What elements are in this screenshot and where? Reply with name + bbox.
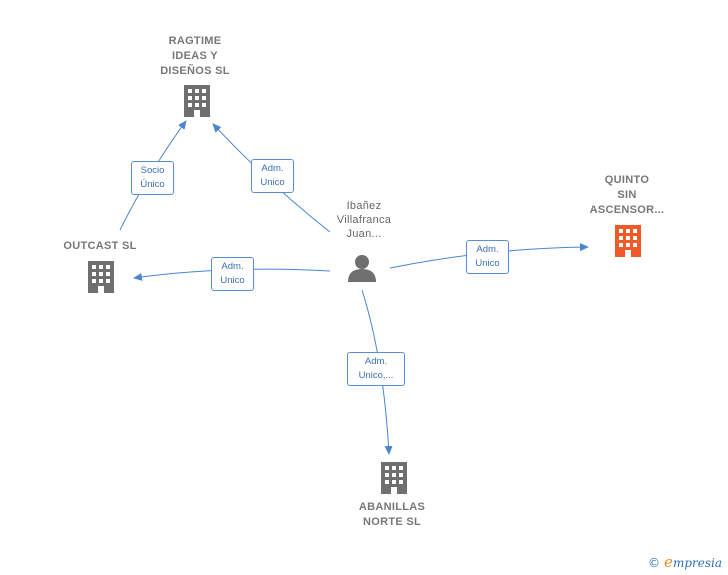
- brand-initial: e: [664, 553, 673, 571]
- brand-name: mpresia: [672, 556, 722, 570]
- edge-label-adm-quinto[interactable]: Adm. Unico: [466, 240, 509, 274]
- building-icon[interactable]: [615, 225, 641, 257]
- building-icon[interactable]: [184, 85, 210, 117]
- node-label-person[interactable]: Ibañez Villafranca Juan...: [336, 200, 392, 240]
- building-icon[interactable]: [381, 462, 407, 494]
- edge-label-adm-outcast[interactable]: Adm. Unico: [211, 257, 254, 291]
- node-label-quinto[interactable]: QUINTO SIN ASCENSOR...: [589, 174, 665, 216]
- node-label-ragtime[interactable]: RAGTIME IDEAS Y DISEÑOS SL: [160, 35, 230, 77]
- copyright-symbol: ©: [648, 556, 661, 570]
- building-icon[interactable]: [88, 261, 114, 293]
- node-label-outcast[interactable]: OUTCAST SL: [63, 240, 137, 252]
- brand-footer: ©empresia: [648, 553, 722, 571]
- edge-label-adm-abanillas[interactable]: Adm. Unico,...: [347, 352, 405, 386]
- person-icon[interactable]: [348, 255, 376, 282]
- node-label-abanillas[interactable]: ABANILLAS NORTE SL: [358, 501, 426, 528]
- edge-label-adm-ragtime[interactable]: Adm. Unico: [251, 159, 294, 193]
- edge-label-socio-unico[interactable]: Socio Único: [131, 161, 174, 195]
